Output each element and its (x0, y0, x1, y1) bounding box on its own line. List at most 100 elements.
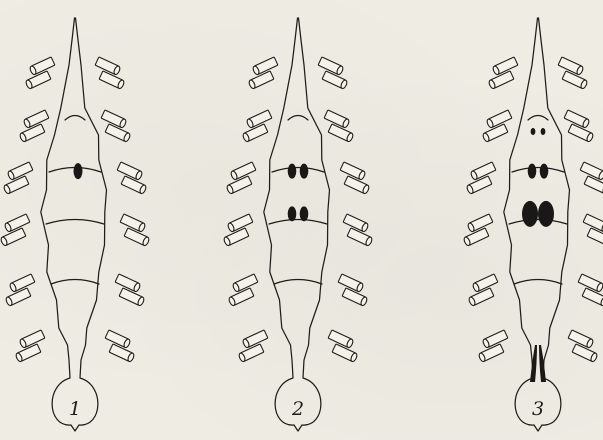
tube-foot (328, 124, 354, 142)
segment-line (512, 168, 564, 173)
tube-foot (488, 71, 514, 89)
body-outline (504, 18, 570, 431)
tube-foot (19, 330, 45, 348)
tube-foot (482, 330, 508, 348)
tube-foot (242, 330, 268, 348)
tube-foot (109, 344, 135, 362)
tube-foot (252, 57, 278, 75)
tube-foot (478, 344, 504, 362)
tube-foot (105, 124, 131, 142)
tube-foot (29, 57, 55, 75)
internal-spot (288, 164, 297, 179)
tube-foot (564, 110, 590, 128)
tube-foot (121, 176, 147, 194)
specimen-figure-3: 3 (463, 18, 603, 431)
figure-number: 1 (69, 398, 81, 420)
tube-foot (332, 344, 358, 362)
tube-foot (467, 214, 493, 232)
tube-foot (99, 71, 125, 89)
tube-foot (117, 162, 143, 180)
tube-foot (562, 71, 588, 89)
tube-foot (23, 110, 49, 128)
internal-spot (531, 128, 536, 135)
tube-foot (342, 288, 368, 306)
tube-foot (248, 71, 274, 89)
tube-foot (3, 176, 29, 194)
tube-foot (7, 162, 33, 180)
internal-spot (538, 201, 554, 227)
segment-line (274, 280, 322, 285)
tube-foot (466, 176, 492, 194)
tube-foot (322, 71, 348, 89)
tube-foot (19, 124, 45, 142)
internal-spot (540, 164, 549, 179)
tube-foot (119, 288, 145, 306)
internal-spot (522, 201, 538, 227)
specimen-figure-1: 1 (0, 18, 150, 431)
tube-foot (5, 288, 31, 306)
figure-number: 2 (291, 398, 304, 420)
tube-foot (15, 344, 41, 362)
tube-foot (101, 110, 127, 128)
tube-foot (9, 274, 35, 292)
segment-line (288, 116, 308, 121)
internal-spot (528, 164, 537, 179)
segment-line (65, 116, 85, 121)
tube-foot (463, 228, 489, 246)
segment-line (509, 220, 567, 225)
tube-foot (232, 274, 258, 292)
tube-foot (568, 330, 594, 348)
tube-foot (95, 57, 121, 75)
internal-spot (300, 164, 309, 179)
tube-foot (115, 274, 141, 292)
tube-foot (246, 110, 272, 128)
tube-foot (324, 110, 350, 128)
tube-foot (238, 344, 264, 362)
tube-foot (242, 124, 268, 142)
tube-foot (230, 162, 256, 180)
tube-foot (568, 124, 594, 142)
tube-foot (572, 344, 598, 362)
segment-line (46, 220, 104, 225)
segment-line (269, 220, 327, 225)
tube-foot (338, 274, 364, 292)
tube-foot (343, 214, 369, 232)
tube-foot (0, 228, 26, 246)
tube-foot (25, 71, 51, 89)
internal-spot (74, 163, 83, 179)
internal-spot (300, 206, 309, 221)
tube-foot (344, 176, 370, 194)
tube-foot (347, 228, 373, 246)
tube-foot (4, 214, 30, 232)
tube-foot (223, 228, 249, 246)
tube-foot (227, 214, 253, 232)
body-outline (41, 18, 107, 431)
specimen-figure-2: 2 (223, 18, 373, 431)
tube-foot (468, 288, 494, 306)
tube-foot (558, 57, 584, 75)
figure-number: 3 (532, 398, 544, 420)
body-outline (264, 18, 330, 431)
tube-foot (472, 274, 498, 292)
tube-foot (492, 57, 518, 75)
tube-foot (470, 162, 496, 180)
segment-line (51, 280, 99, 285)
segment-line (272, 168, 324, 173)
tube-foot (340, 162, 366, 180)
stalk-band (539, 345, 546, 382)
tube-foot (328, 330, 354, 348)
tube-foot (482, 124, 508, 142)
tube-foot (486, 110, 512, 128)
segment-line (514, 280, 562, 285)
tube-foot (228, 288, 254, 306)
internal-spot (541, 128, 546, 135)
segment-line (528, 116, 548, 121)
internal-spot (288, 206, 297, 221)
tube-foot (105, 330, 131, 348)
tube-foot (318, 57, 344, 75)
tube-foot (226, 176, 252, 194)
tube-foot (120, 214, 146, 232)
tube-foot (124, 228, 150, 246)
